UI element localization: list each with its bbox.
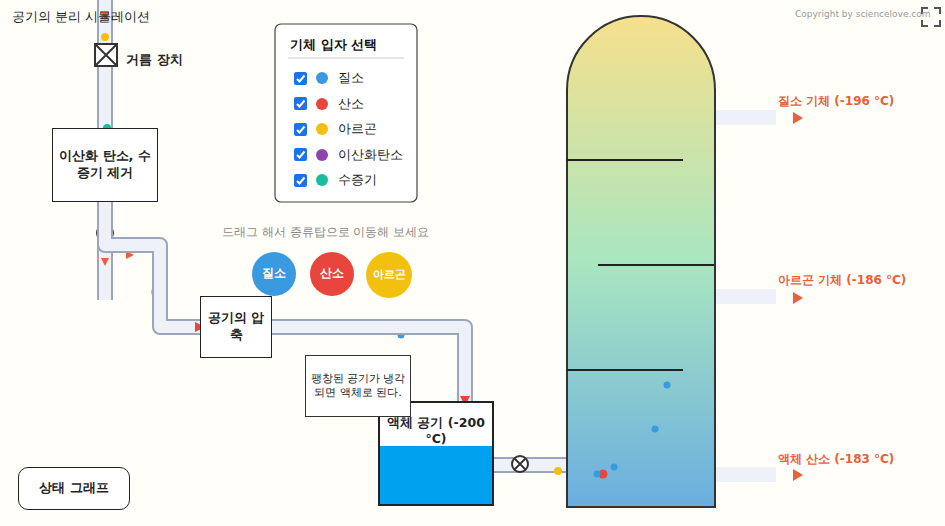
- node-text: 아르곤: [373, 268, 406, 282]
- pipe: [105, 0, 569, 465]
- distillation-column: [567, 16, 715, 507]
- pipe-connector-group: [105, 202, 200, 327]
- legend-entry: 수증기: [294, 171, 377, 189]
- legend-entry: 이산화탄소: [294, 146, 403, 164]
- legend-text: 아르곤: [338, 120, 377, 138]
- checkbox: [294, 148, 307, 161]
- legend-panel: [275, 24, 417, 202]
- legend-heading: 기체 입자 선택: [290, 36, 377, 54]
- copyright-note: Copyright by sciencelove.com: [795, 9, 931, 19]
- legend-entry: 아르곤: [294, 120, 377, 138]
- filter-label: 거름 장치: [126, 51, 183, 69]
- node-text: 액체 공기 (-200 °C): [384, 415, 488, 448]
- node-text: 산소: [320, 266, 344, 282]
- pipe-border: [105, 202, 200, 327]
- legend-swatch: [316, 72, 328, 84]
- node-text: 상태 그래프: [39, 480, 109, 497]
- legend-rule: [288, 58, 404, 59]
- legend-text: 산소: [338, 95, 364, 113]
- checkbox: [294, 72, 307, 85]
- gas-button: 산소: [310, 252, 354, 296]
- checkbox: [294, 123, 307, 136]
- legend-swatch: [316, 98, 328, 110]
- legend-text: 이산화탄소: [338, 146, 403, 164]
- outlet-label: 아르곤 기체 (-186 °C): [778, 272, 906, 289]
- node-text: 공기의 압축: [205, 310, 267, 344]
- legend-swatch: [316, 123, 328, 135]
- tray: [567, 160, 714, 370]
- pipe-connector: [105, 202, 200, 327]
- node-text: 이산화 탄소, 수증기 제거: [57, 148, 153, 182]
- legend-text: 수증기: [338, 171, 377, 189]
- page-title: 공기의 분리 시뮬레이션: [12, 8, 150, 26]
- note-box: 팽창된 공기가 냉각되면 액체로 된다.: [305, 355, 411, 417]
- filter-symbol: [95, 44, 117, 66]
- legend-swatch: [316, 149, 328, 161]
- gas-button: 아르곤: [366, 252, 412, 298]
- legend-text: 질소: [338, 69, 364, 87]
- node-text: 팽창된 공기가 냉각되면 액체로 된다.: [310, 372, 406, 401]
- node-text: 질소: [262, 266, 286, 282]
- outlet-label: 질소 기체 (-196 °C): [778, 93, 894, 110]
- checkbox: [294, 174, 307, 187]
- instruction-note: 드래그 해서 증류탑으로 이동해 보세요: [222, 224, 429, 241]
- outlet-label: 액체 산소 (-183 °C): [778, 451, 894, 468]
- checkbox: [294, 97, 307, 110]
- process-box: 이산화 탄소, 수증기 제거: [52, 128, 158, 202]
- legend-entry: 산소: [294, 95, 364, 113]
- outlet-pipe: [716, 110, 776, 482]
- gas-button: 질소: [252, 252, 296, 296]
- legend-entry: 질소: [294, 69, 364, 87]
- process-box: 공기의 압축: [200, 296, 272, 358]
- graph-button: 상태 그래프: [18, 467, 130, 510]
- legend-swatch: [316, 174, 328, 186]
